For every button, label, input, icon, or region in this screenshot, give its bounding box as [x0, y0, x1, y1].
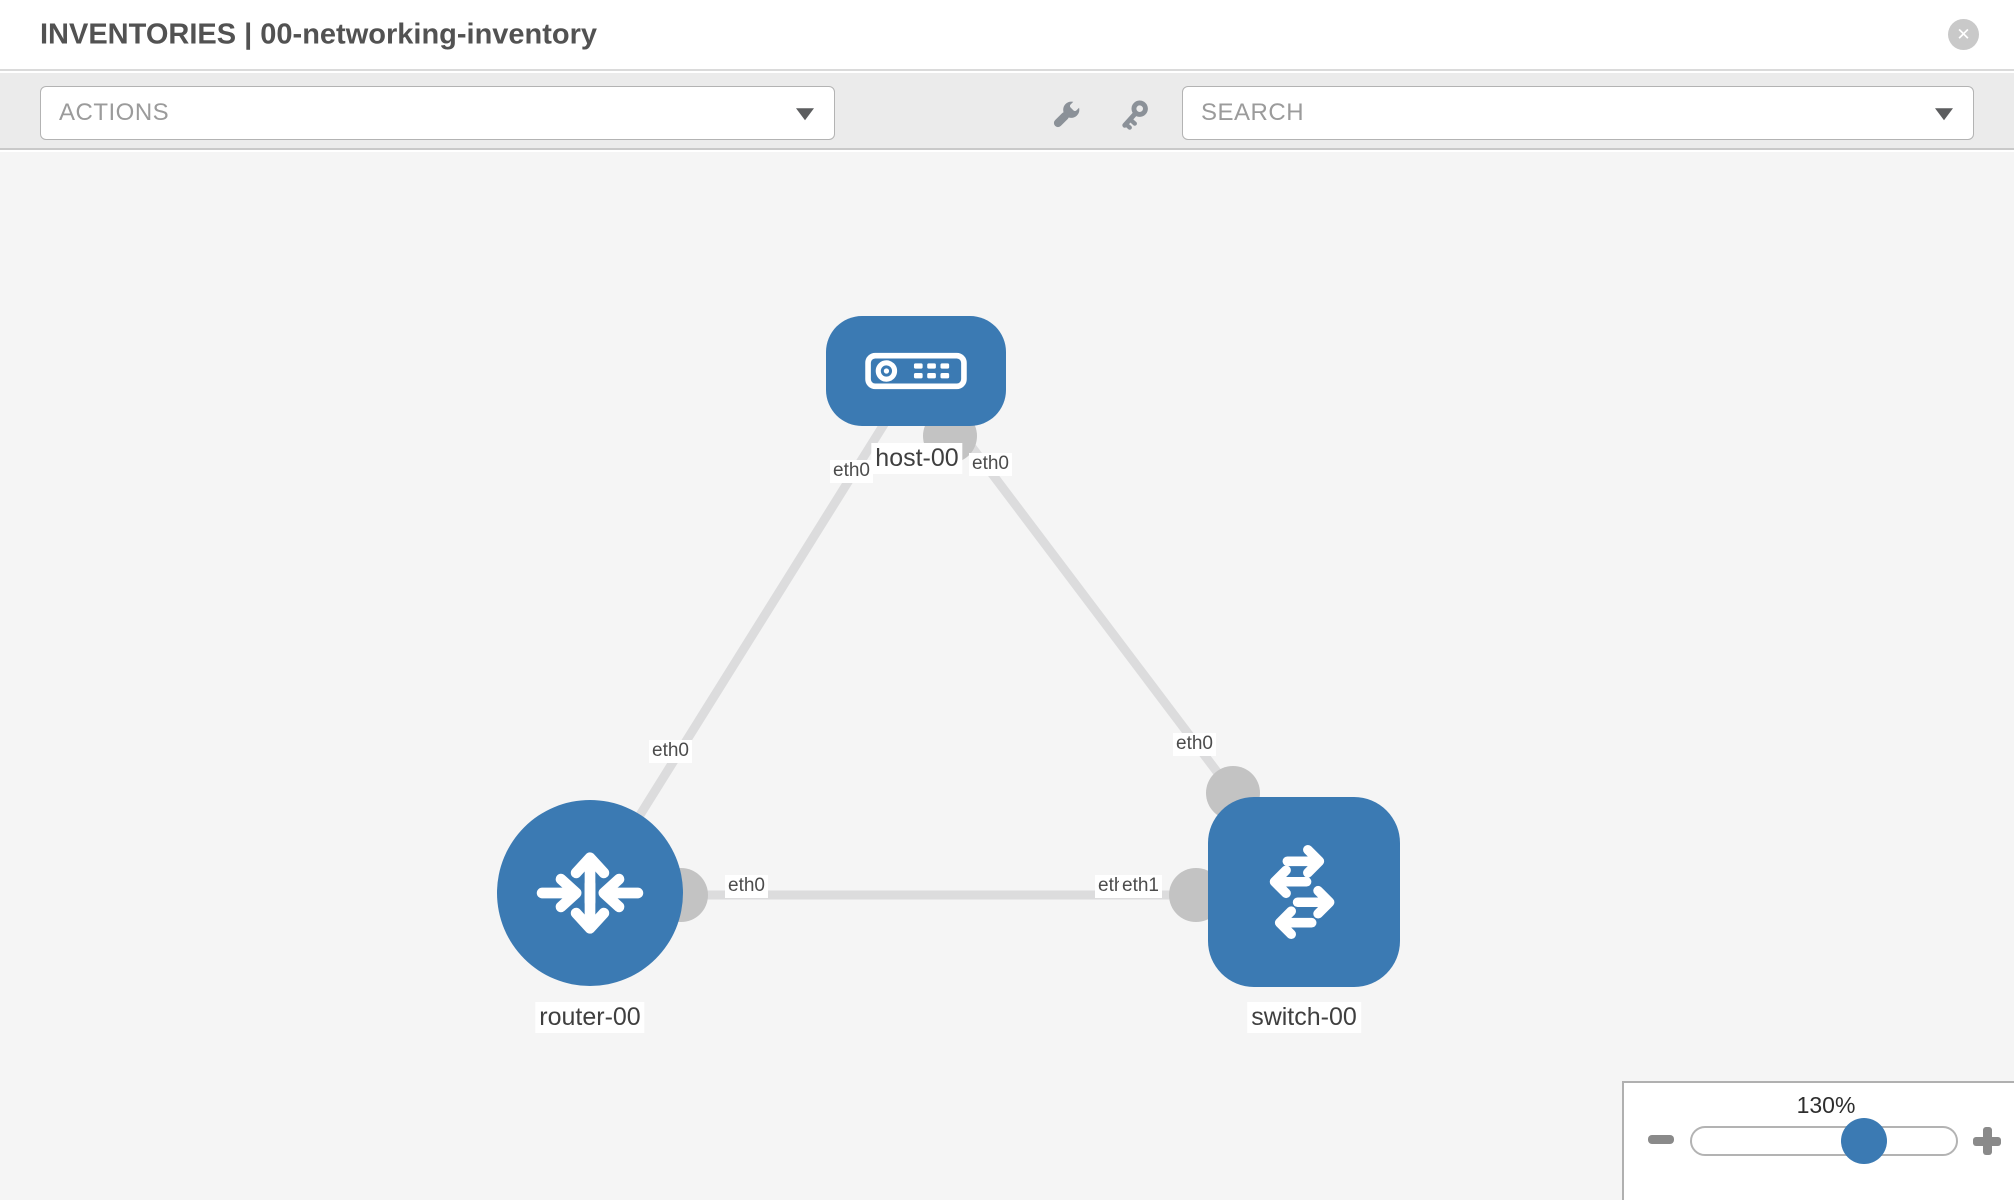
tools-button[interactable]	[1049, 98, 1083, 132]
switch-icon	[1269, 844, 1335, 940]
credentials-button[interactable]	[1117, 98, 1151, 132]
node-label-switch: switch-00	[1247, 1002, 1361, 1033]
node-label-host: host-00	[871, 443, 963, 474]
if-label-host-to-router: eth0	[830, 460, 873, 483]
page-title: INVENTORIES | 00-networking-inventory	[40, 18, 598, 50]
zoom-slider-track[interactable]	[1690, 1126, 1958, 1156]
zoom-slider-thumb[interactable]	[1841, 1118, 1887, 1164]
router-icon	[536, 852, 644, 934]
if-label-host-to-switch: eth0	[969, 453, 1012, 476]
node-label-router: router-00	[535, 1002, 645, 1033]
chevron-down-icon	[796, 108, 814, 121]
host-icon	[865, 352, 967, 390]
key-icon	[1122, 100, 1148, 130]
actions-dropdown-label: ACTIONS	[59, 99, 170, 126]
topology-canvas[interactable]: host-00 router-00 switch-00 eth0 eth0 et…	[0, 152, 2014, 1200]
node-router-00[interactable]	[497, 800, 683, 986]
chevron-down-icon	[1935, 108, 1953, 121]
zoom-panel: 130%	[1622, 1081, 2014, 1200]
zoom-out-button[interactable]	[1648, 1135, 1674, 1144]
links-layer	[586, 370, 1260, 922]
header: INVENTORIES | 00-networking-inventory ✕	[0, 0, 2014, 71]
zoom-in-button[interactable]	[1973, 1127, 2001, 1155]
if-label-switch-to-router: eth1	[1119, 875, 1162, 898]
node-switch-00[interactable]	[1208, 797, 1400, 987]
node-host-00[interactable]	[826, 316, 1006, 426]
wrench-icon	[1053, 100, 1081, 128]
close-icon: ✕	[1956, 25, 1971, 44]
if-label-router-to-switch: eth0	[725, 875, 768, 898]
plus-icon	[1982, 1127, 1992, 1155]
actions-dropdown[interactable]: ACTIONS	[40, 86, 835, 140]
if-label-router-to-host: eth0	[649, 740, 692, 763]
if-label-switch-to-host: eth0	[1173, 733, 1216, 756]
search-input[interactable]	[1183, 87, 1973, 139]
zoom-level: 130%	[1796, 1092, 1856, 1118]
close-button[interactable]: ✕	[1948, 19, 1979, 50]
search-dropdown[interactable]	[1182, 86, 1974, 140]
